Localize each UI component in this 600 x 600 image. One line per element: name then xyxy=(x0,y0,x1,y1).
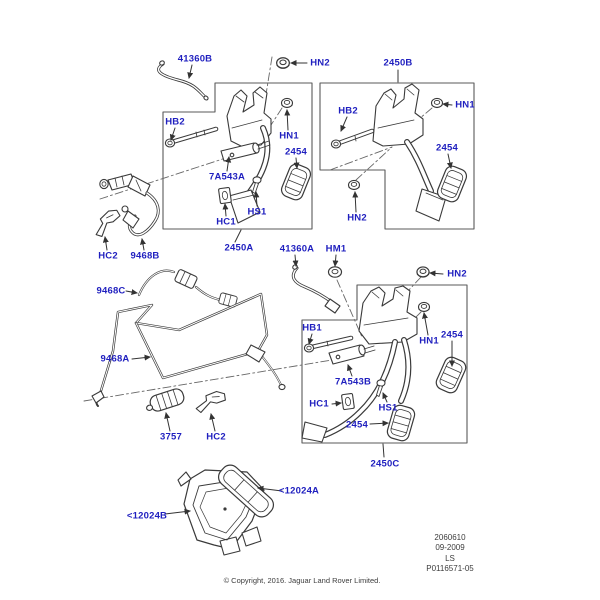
part-label-HN1[interactable]: HN1 xyxy=(455,99,475,111)
brake-pedal-assembly-2450B-drawing xyxy=(330,83,470,222)
part-label-HB2[interactable]: HB2 xyxy=(165,116,185,128)
part-label-9468C[interactable]: 9468C xyxy=(96,285,126,297)
part-label-2450C[interactable]: 2450C xyxy=(370,458,400,470)
part-label-2450B[interactable]: 2450B xyxy=(383,57,413,69)
part-label-2454[interactable]: 2454 xyxy=(441,329,463,341)
part-label-HS1[interactable]: HS1 xyxy=(378,402,398,414)
catalog-info-block: 2060610 09-2009 LS P0116571-05 xyxy=(404,533,496,575)
part-label-9468A[interactable]: 9468A xyxy=(100,353,130,365)
part-label-12024A[interactable]: <12024A xyxy=(278,485,320,497)
info-line-1: 09-2009 xyxy=(435,543,465,553)
pedal-pad-12024A-drawing xyxy=(217,464,275,518)
centerlines xyxy=(83,56,433,402)
assembly-boxes xyxy=(162,82,475,444)
part-label-HN1[interactable]: HN1 xyxy=(279,130,299,142)
part-label-HS1[interactable]: HS1 xyxy=(247,206,267,218)
harness-9468C-drawing xyxy=(137,268,239,309)
part-label-41360A[interactable]: 41360A xyxy=(279,243,315,255)
part-label-2454[interactable]: 2454 xyxy=(285,146,307,158)
info-line-3: P0116571-05 xyxy=(426,564,474,574)
assembly-box-2450A-outline xyxy=(162,82,313,230)
part-label-12024B[interactable]: <12024B xyxy=(126,510,168,522)
pipe-41360B-drawing xyxy=(157,60,209,101)
info-line-2: LS xyxy=(445,553,455,563)
part-label-HB1[interactable]: HB1 xyxy=(302,322,322,334)
part-label-3757[interactable]: 3757 xyxy=(160,431,182,443)
leader-lines xyxy=(102,60,455,515)
part-label-HC2[interactable]: HC2 xyxy=(98,250,118,262)
part-label-HN2[interactable]: HN2 xyxy=(447,268,467,280)
part-label-2450A[interactable]: 2450A xyxy=(224,242,254,254)
part-label-9468B[interactable]: 9468B xyxy=(130,250,160,262)
pedal-plate-drawing xyxy=(301,421,328,443)
part-label-HN1[interactable]: HN1 xyxy=(419,335,439,347)
pedal-bracket-drawing xyxy=(372,83,424,147)
part-label-HC2[interactable]: HC2 xyxy=(206,431,226,443)
pipe-9468A-drawing xyxy=(91,292,286,407)
part-label-HB2[interactable]: HB2 xyxy=(338,105,358,117)
part-label-7A543A[interactable]: 7A543A xyxy=(208,171,246,183)
part-label-2454[interactable]: 2454 xyxy=(436,142,458,154)
pedal-bracket-drawing xyxy=(358,285,418,345)
clutch-pedal-assembly-2450A-drawing xyxy=(164,86,314,224)
copyright-text: © Copyright, 2016. Jaguar Land Rover Lim… xyxy=(223,576,381,585)
part-label-HN2[interactable]: HN2 xyxy=(310,57,330,69)
pipe-41360A-drawing xyxy=(291,264,341,314)
part-label-HM1[interactable]: HM1 xyxy=(325,243,347,255)
pedal-plate-drawing xyxy=(228,189,261,224)
assembly-box-2450C-outline xyxy=(301,284,468,444)
part-label-HC1[interactable]: HC1 xyxy=(216,216,236,228)
info-line-0: 2060610 xyxy=(434,533,466,542)
part-label-2454[interactable]: 2454 xyxy=(346,419,368,431)
part-3757-drawing xyxy=(146,388,185,412)
hose-9468B-drawing xyxy=(99,173,160,237)
pedal-assembly-2450C-drawing xyxy=(301,285,469,443)
assembly-box-2450B-outline xyxy=(319,82,475,230)
part-label-7A543B[interactable]: 7A543B xyxy=(334,376,372,388)
part-label-41360B[interactable]: 41360B xyxy=(177,53,213,65)
part-label-HC1[interactable]: HC1 xyxy=(309,398,329,410)
part-label-HN2[interactable]: HN2 xyxy=(347,212,367,224)
